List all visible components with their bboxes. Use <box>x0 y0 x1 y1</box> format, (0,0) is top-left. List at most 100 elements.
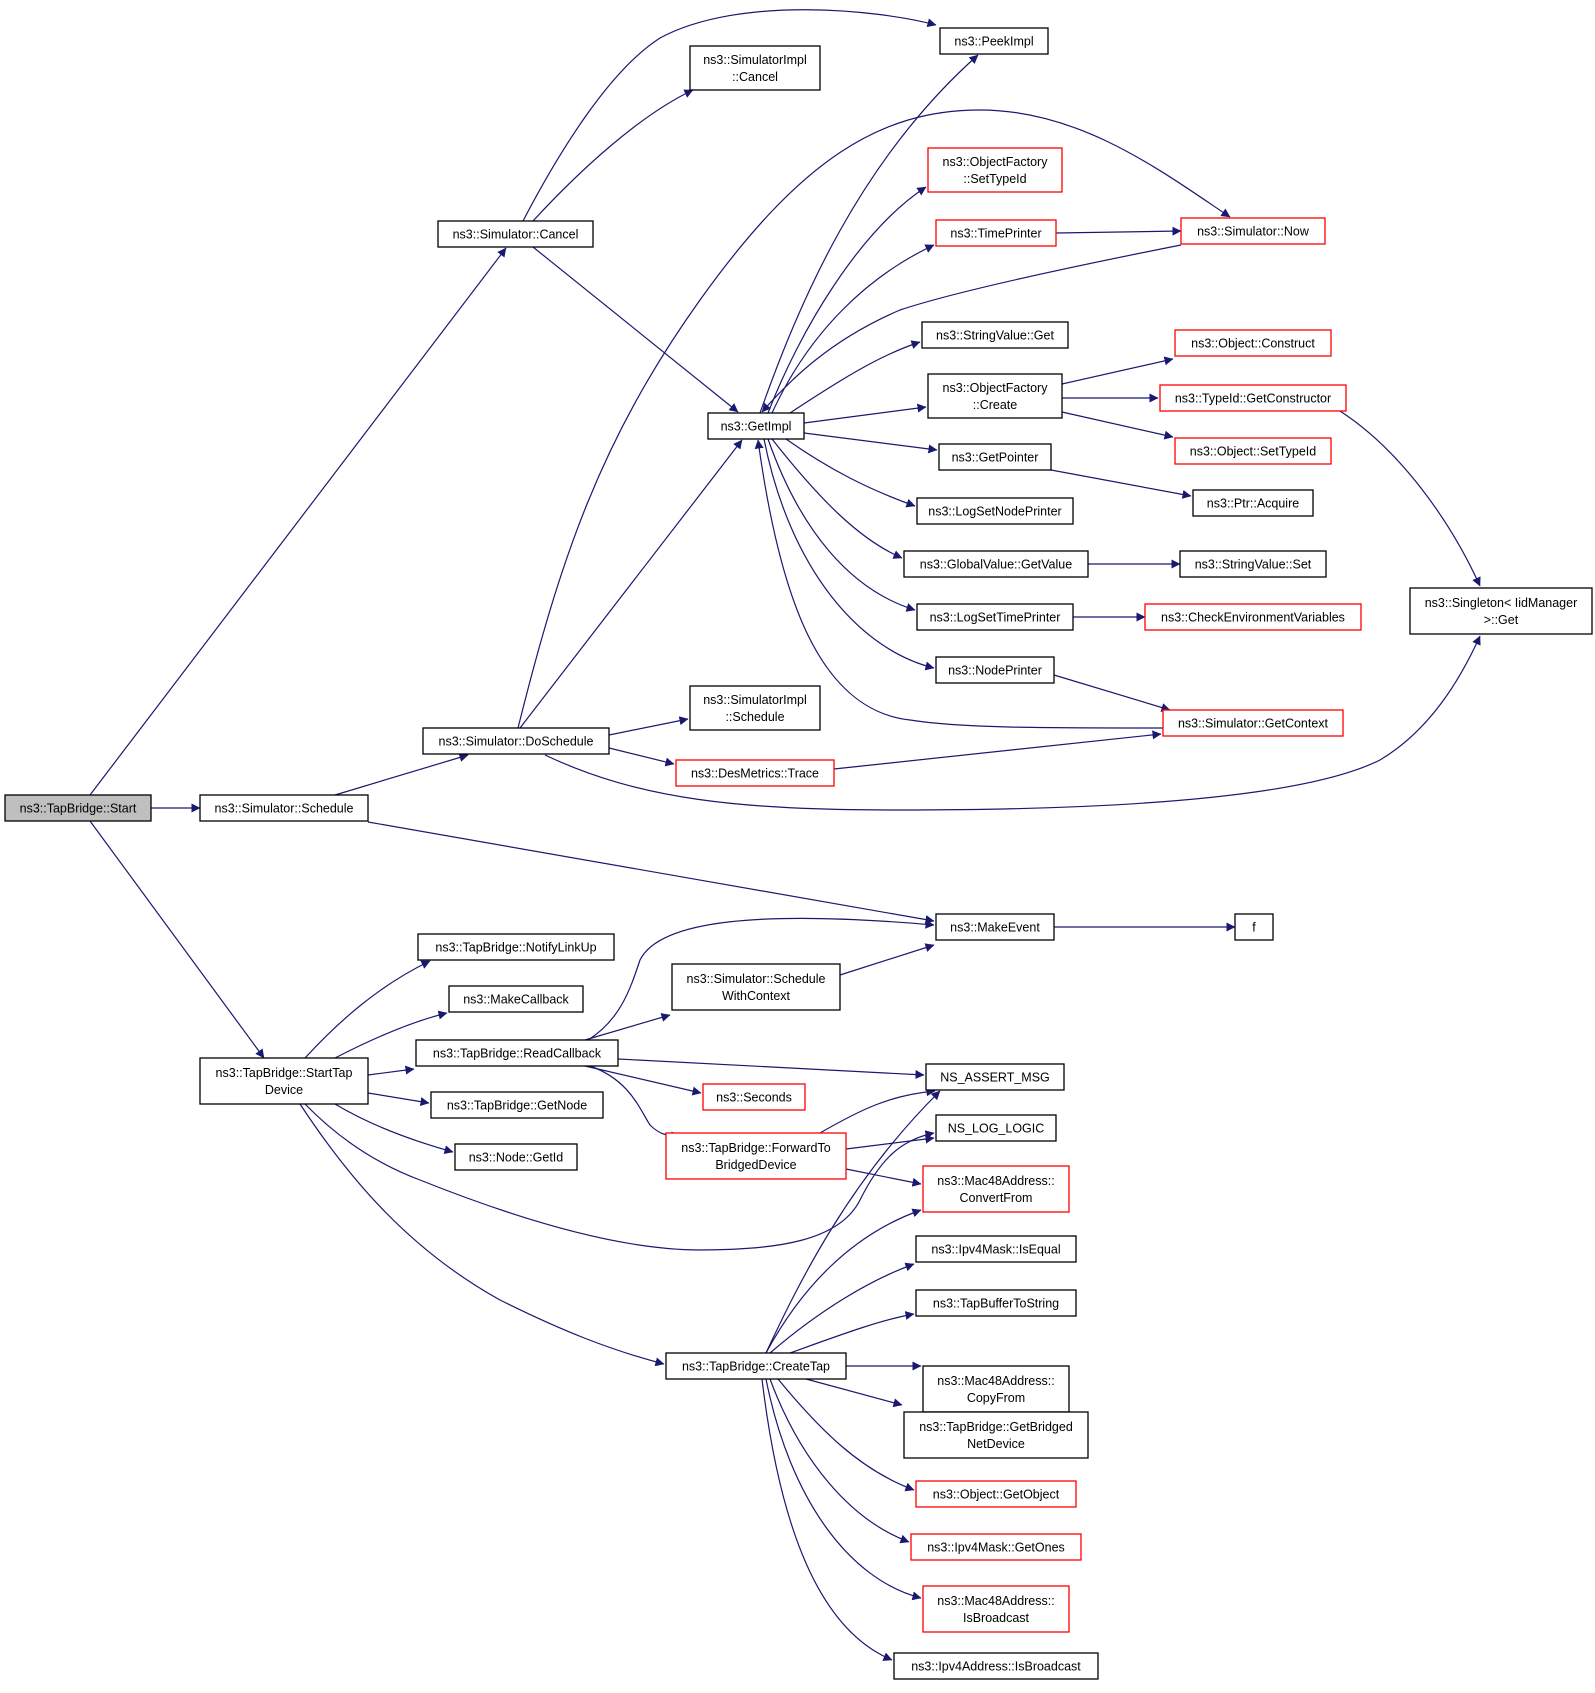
node-time-printer[interactable]: ns3::TimePrinter <box>935 219 1057 247</box>
node-box <box>915 1235 1077 1263</box>
node-peek-impl[interactable]: ns3::PeekImpl <box>939 27 1049 55</box>
edge-createtap-assert <box>765 1090 941 1354</box>
node-box <box>1159 384 1347 412</box>
node-sim-get-context[interactable]: ns3::Simulator::GetContext <box>1162 709 1344 737</box>
node-check-env-vars[interactable]: ns3::CheckEnvironmentVariables <box>1144 603 1362 631</box>
node-sim-now[interactable]: ns3::Simulator::Now <box>1180 217 1326 245</box>
node-mac48-copy-from[interactable]: ns3::Mac48Address::CopyFrom <box>922 1365 1070 1413</box>
node-label: NS_ASSERT_MSG <box>940 1071 1050 1085</box>
node-ns-log-logic[interactable]: NS_LOG_LOGIC <box>935 1114 1057 1142</box>
node-box <box>689 685 821 731</box>
node-box <box>939 27 1049 55</box>
node-singleton-get[interactable]: ns3::Singleton< IidManager>::Get <box>1409 587 1593 635</box>
node-mac48-convert-from[interactable]: ns3::Mac48Address::ConvertFrom <box>922 1165 1070 1213</box>
node-ipv4mask-is-equal[interactable]: ns3::Ipv4Mask::IsEqual <box>915 1235 1077 1263</box>
node-label: ns3::Mac48Address:: <box>937 1174 1054 1188</box>
node-label: BridgedDevice <box>715 1158 796 1172</box>
node-label: ns3::Ipv4Address::IsBroadcast <box>911 1660 1081 1674</box>
nodes: ns3::TapBridge::Start ns3::Simulator::Can… <box>4 27 1593 1680</box>
node-box <box>916 603 1074 631</box>
node-sim-cancel[interactable]: ns3::Simulator::Cancel <box>437 220 594 248</box>
node-ptr-acquire[interactable]: ns3::Ptr::Acquire <box>1192 489 1314 517</box>
edge-ofcreate-settypeid <box>1061 411 1174 440</box>
node-ipv4mask-get-ones[interactable]: ns3::Ipv4Mask::GetOnes <box>910 1533 1082 1561</box>
edge-swc-makeevent <box>839 943 935 976</box>
node-read-callback[interactable]: ns3::TapBridge::ReadCallback <box>415 1039 619 1067</box>
node-tap-buffer-to-string[interactable]: ns3::TapBufferToString <box>915 1289 1077 1317</box>
node-box <box>417 933 615 961</box>
node-label: ns3::TapBridge::GetNode <box>447 1099 587 1113</box>
node-label: ns3::LogSetTimePrinter <box>930 611 1061 625</box>
node-label: ns3::SimulatorImpl <box>703 693 807 707</box>
node-label: ns3::StringValue::Set <box>1195 558 1312 572</box>
node-simimpl-cancel[interactable]: ns3::SimulatorImpl::Cancel <box>689 45 821 91</box>
edge-cancel-simimplcancel <box>532 89 694 222</box>
node-label: ns3::TapBridge::Start <box>20 802 137 816</box>
node-box <box>415 1039 619 1067</box>
node-obj-get-object[interactable]: ns3::Object::GetObject <box>915 1480 1077 1508</box>
node-label: ns3::Simulator::Schedule <box>215 802 354 816</box>
node-typeid-get-constructor[interactable]: ns3::TypeId::GetConstructor <box>1159 384 1347 412</box>
edge-getimpl-globalvalue <box>771 438 903 559</box>
node-start[interactable]: ns3::TapBridge::Start <box>4 794 152 822</box>
edge-doschedule-singleton <box>544 635 1481 811</box>
node-label: ns3::TypeId::GetConstructor <box>1175 392 1331 406</box>
node-ns-assert-msg[interactable]: NS_ASSERT_MSG <box>925 1063 1065 1091</box>
node-obj-construct[interactable]: ns3::Object::Construct <box>1174 329 1332 357</box>
node-create-tap[interactable]: ns3::TapBridge::CreateTap <box>665 1352 847 1380</box>
node-of-create[interactable]: ns3::ObjectFactory::Create <box>927 373 1063 419</box>
edge-createtap-getbridged <box>805 1378 903 1408</box>
node-obj-set-type-id[interactable]: ns3::Object::SetTypeId <box>1174 437 1332 465</box>
node-box <box>430 1091 604 1119</box>
node-label: ns3::TapBridge::ReadCallback <box>433 1047 602 1061</box>
node-notify-link-up[interactable]: ns3::TapBridge::NotifyLinkUp <box>417 933 615 961</box>
node-des-metrics-trace[interactable]: ns3::DesMetrics::Trace <box>675 759 835 787</box>
node-log-set-node-printer[interactable]: ns3::LogSetNodePrinter <box>916 497 1074 525</box>
node-box <box>927 373 1063 419</box>
edge-getimpl-ofcreate <box>803 403 927 424</box>
node-make-callback[interactable]: ns3::MakeCallback <box>448 985 584 1013</box>
edge-starttap-getnode <box>367 1092 430 1107</box>
node-label: ::SetTypeId <box>963 172 1026 186</box>
node-label: NetDevice <box>967 1437 1025 1451</box>
edge-start-cancel <box>89 247 507 796</box>
node-box <box>422 727 610 755</box>
edge-getimpl-getpointer <box>803 432 938 454</box>
edge-createtap-convertfrom <box>765 1208 922 1354</box>
edge-doschedule-trace <box>608 747 675 767</box>
node-get-impl[interactable]: ns3::GetImpl <box>707 412 805 440</box>
node-f[interactable]: f <box>1234 913 1274 941</box>
node-log-set-time-printer[interactable]: ns3::LogSetTimePrinter <box>916 603 1074 631</box>
node-box <box>454 1143 578 1171</box>
edge-createtap-isequal <box>769 1262 915 1354</box>
node-string-value-set[interactable]: ns3::StringValue::Set <box>1179 550 1327 578</box>
edge-schedule-makeevent <box>367 821 935 924</box>
node-of-set-type-id[interactable]: ns3::ObjectFactory::SetTypeId <box>927 147 1063 193</box>
node-label: ns3::Ipv4Mask::IsEqual <box>931 1243 1060 1257</box>
node-make-event[interactable]: ns3::MakeEvent <box>935 913 1055 941</box>
node-label: ns3::LogSetNodePrinter <box>928 505 1061 519</box>
node-get-node[interactable]: ns3::TapBridge::GetNode <box>430 1091 604 1119</box>
edge-forward-assert <box>819 1087 936 1134</box>
edge-getconstructor-singleton <box>1339 410 1481 587</box>
node-string-value-get[interactable]: ns3::StringValue::Get <box>921 321 1069 349</box>
node-sim-schedule[interactable]: ns3::Simulator::Schedule <box>199 794 369 822</box>
node-mac48-is-broadcast[interactable]: ns3::Mac48Address::IsBroadcast <box>922 1585 1070 1633</box>
node-get-pointer[interactable]: ns3::GetPointer <box>938 443 1052 471</box>
node-seconds[interactable]: ns3::Seconds <box>702 1083 806 1111</box>
node-simimpl-schedule[interactable]: ns3::SimulatorImpl::Schedule <box>689 685 821 731</box>
node-node-printer[interactable]: ns3::NodePrinter <box>935 656 1055 684</box>
node-box <box>903 1411 1089 1459</box>
node-label: ns3::Object::GetObject <box>933 1488 1060 1502</box>
node-global-value-get-value[interactable]: ns3::GlobalValue::GetValue <box>903 550 1089 578</box>
node-do-schedule[interactable]: ns3::Simulator::DoSchedule <box>422 727 610 755</box>
edge-doschedule-getimpl <box>519 439 743 729</box>
edge-createtap-getones <box>769 1378 910 1544</box>
edge-starttap-notifylinkup <box>304 960 431 1059</box>
node-ipv4addr-is-broadcast[interactable]: ns3::Ipv4Address::IsBroadcast <box>893 1652 1099 1680</box>
node-node-get-id[interactable]: ns3::Node::GetId <box>454 1143 578 1171</box>
